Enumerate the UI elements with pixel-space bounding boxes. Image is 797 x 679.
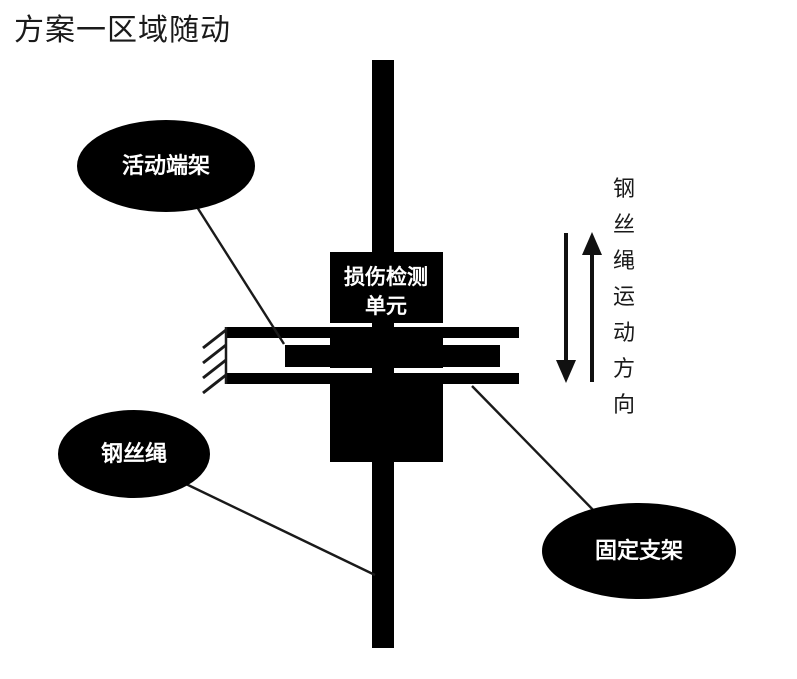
page-title: 方案一区域随动 xyxy=(14,13,231,48)
rope-motion-direction-label: 钢 丝 绳 运 动 方 向 xyxy=(613,177,635,418)
motion-label-char-4: 动 xyxy=(613,321,635,346)
motion-label-char-2: 绳 xyxy=(613,249,635,274)
lower-rail xyxy=(225,373,519,384)
motion-label-char-0: 钢 xyxy=(613,177,635,202)
leader-line-fixed-bracket xyxy=(471,385,601,518)
callout-ellipse-steel-wire-rope xyxy=(58,410,210,498)
arrow-up-head-icon xyxy=(582,232,602,255)
motion-label-char-5: 方 xyxy=(613,357,635,382)
lower-carrier-block xyxy=(330,383,443,462)
arrow-down-head-icon xyxy=(556,360,576,383)
fixed-ground-hatch xyxy=(202,327,228,395)
upper-rail xyxy=(225,327,519,338)
motion-label-char-6: 向 xyxy=(613,393,635,418)
leader-line-movable-end-frame xyxy=(195,206,286,345)
leader-line-steel-wire-rope xyxy=(185,482,376,577)
detection-unit-label-line1: 损伤检测 xyxy=(344,265,428,289)
rope-motion-arrows xyxy=(556,232,602,383)
callout-ellipse-fixed-bracket xyxy=(542,503,736,599)
motion-label-char-3: 运 xyxy=(613,285,635,310)
callout-steel-wire-rope[interactable]: 钢丝绳 xyxy=(58,410,210,498)
damage-detection-unit-box xyxy=(330,252,443,323)
callout-label-fixed-bracket: 固定支架 xyxy=(595,538,683,564)
callout-ellipse-movable-end-frame xyxy=(77,120,255,212)
slider-center-block xyxy=(330,338,443,368)
callout-movable-end-frame[interactable]: 活动端架 xyxy=(77,120,255,212)
motion-label-char-1: 丝 xyxy=(613,213,635,238)
detection-unit-label-line2: 单元 xyxy=(365,294,407,318)
callout-label-movable-end-frame: 活动端架 xyxy=(122,153,210,179)
callout-fixed-bracket[interactable]: 固定支架 xyxy=(542,503,736,599)
callout-label-steel-wire-rope: 钢丝绳 xyxy=(101,441,167,467)
